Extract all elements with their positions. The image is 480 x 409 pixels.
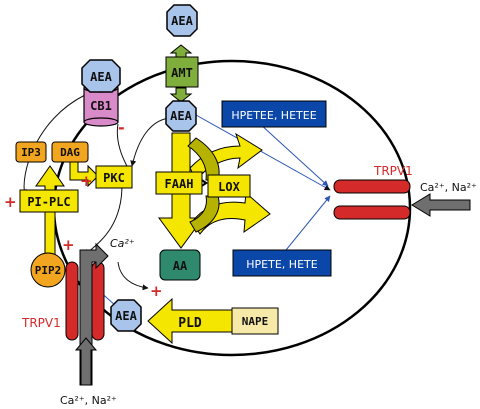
aea-center-octagon: AEA bbox=[165, 100, 197, 132]
plus-sign-pkc: + bbox=[80, 172, 93, 190]
lox-to-faah-arrow bbox=[202, 179, 208, 187]
cb1-label: CB1 bbox=[90, 99, 112, 113]
cation-entry-up-arrow bbox=[74, 337, 98, 386]
arrow-pkc-to-cb1 bbox=[116, 123, 129, 169]
arrow-hpete-to-trpv1 bbox=[281, 195, 331, 256]
dag-label: DAG bbox=[60, 146, 80, 159]
aea-bottom-label: AEA bbox=[115, 309, 137, 323]
aea-bottom-octagon: AEA bbox=[110, 299, 142, 332]
dag-to-pkc-arrow bbox=[69, 161, 99, 188]
pip2-label: PIP2 bbox=[35, 264, 62, 277]
faah-box: FAAH bbox=[155, 171, 203, 195]
pip2-circle: PIP2 bbox=[30, 252, 66, 288]
arrow-aea-to-pkc bbox=[130, 117, 171, 167]
aea-cb1-octagon: AEA bbox=[81, 59, 121, 93]
aea-cb1-label: AEA bbox=[90, 70, 112, 84]
hpetee-hetee-box: HPETEE, HETEE bbox=[221, 100, 327, 128]
aea-top-label: AEA bbox=[171, 14, 193, 28]
plus-sign-pip2: + bbox=[62, 236, 75, 254]
aa-box: AA bbox=[159, 249, 201, 281]
arrow-hpetee-to-trpv1 bbox=[259, 123, 329, 187]
hpete-hete-box: HPETE, HETE bbox=[232, 249, 332, 277]
amt-label: AMT bbox=[171, 66, 193, 80]
pkc-box: PKC bbox=[95, 165, 133, 189]
pi-plc-label: PI-PLC bbox=[27, 195, 70, 209]
minus-sign-cb1: - bbox=[118, 118, 125, 137]
aea-top-octagon: AEA bbox=[166, 4, 198, 37]
nape-box: NAPE bbox=[231, 307, 279, 335]
hpetee-hetee-label: HPETEE, HETEE bbox=[231, 109, 316, 122]
ca-inside-label: Ca²⁺ bbox=[110, 237, 135, 250]
pld-label: PLD bbox=[178, 316, 202, 331]
trpv1-left-label: TRPV1 bbox=[21, 316, 61, 330]
arrow-aea-to-trpv1 bbox=[195, 114, 331, 191]
trpv1-right-channel bbox=[333, 179, 411, 220]
lox-olive-curve-bottom bbox=[189, 195, 220, 233]
nape-label: NAPE bbox=[242, 315, 269, 328]
arrow-ca-to-plus bbox=[117, 261, 149, 291]
trpv1-left-channel bbox=[65, 261, 105, 341]
hpete-hete-label: HPETE, HETE bbox=[246, 258, 317, 271]
faah-label: FAAH bbox=[165, 177, 194, 191]
amt-transporter: AMT bbox=[165, 44, 199, 103]
pkc-label: PKC bbox=[103, 171, 125, 185]
dag-box: DAG bbox=[51, 141, 89, 163]
aa-label: AA bbox=[173, 259, 188, 273]
ca-na-bottom-label: Ca²⁺, Na²⁺ bbox=[60, 394, 117, 407]
lox-label: LOX bbox=[218, 180, 240, 194]
lox-olive-curve-top bbox=[187, 137, 220, 181]
plus-sign-left: + bbox=[4, 193, 17, 211]
pld-arrow bbox=[147, 297, 233, 345]
ip3-label: IP3 bbox=[21, 146, 41, 159]
ip3-box: IP3 bbox=[15, 141, 47, 163]
lox-box: LOX bbox=[207, 174, 251, 198]
cation-influx-arrow-right bbox=[411, 193, 471, 217]
ca-na-right-label: Ca²⁺, Na²⁺ bbox=[420, 181, 477, 194]
trpv1-right-label: TRPV1 bbox=[373, 164, 413, 178]
pi-plc-box: PI-PLC bbox=[19, 189, 79, 213]
aea-center-label: AEA bbox=[170, 109, 192, 123]
plus-sign-bottom: + bbox=[150, 282, 163, 300]
